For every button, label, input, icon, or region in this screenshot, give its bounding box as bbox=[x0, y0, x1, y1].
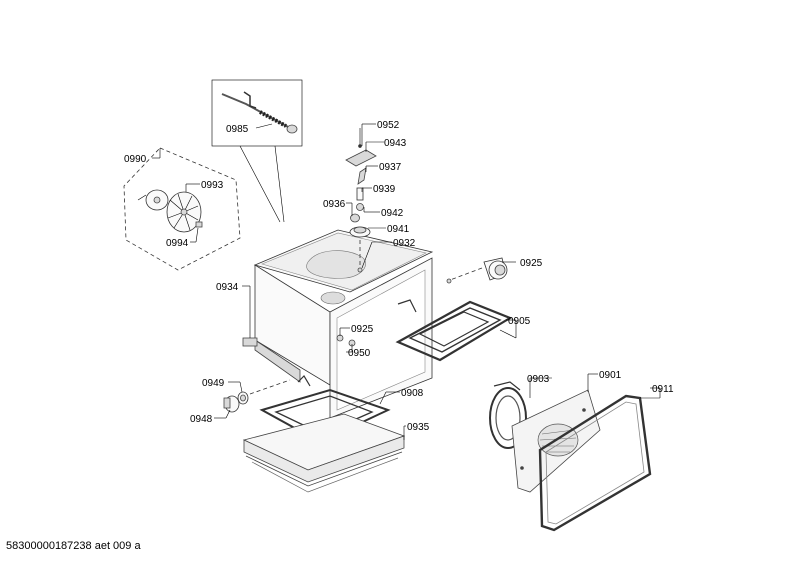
callout-0941: 0941 bbox=[387, 224, 410, 235]
temperature-sensor bbox=[446, 257, 508, 284]
callout-0901: 0901 bbox=[599, 370, 622, 381]
callout-0925-sensor: 0925 bbox=[520, 258, 543, 269]
insulation-mat bbox=[242, 413, 406, 493]
callout-0993: 0993 bbox=[201, 180, 224, 191]
callout-0952: 0952 bbox=[377, 120, 400, 131]
callout-0934: 0934 bbox=[216, 282, 239, 293]
document-id: 58300000187238 aet 009 a bbox=[6, 540, 141, 552]
fan-nut bbox=[195, 221, 203, 228]
callout-labels: 0985 0952 0943 0937 0939 0936 0942 0941 … bbox=[124, 120, 674, 433]
callout-0939: 0939 bbox=[373, 184, 396, 195]
callout-0950: 0950 bbox=[348, 348, 371, 359]
callout-0932: 0932 bbox=[393, 238, 416, 249]
ring-heating-element bbox=[489, 381, 527, 449]
callout-0937: 0937 bbox=[379, 162, 402, 173]
callout-0948: 0948 bbox=[190, 414, 213, 425]
thermostat-stack bbox=[345, 128, 377, 273]
oven-lamp bbox=[223, 379, 291, 413]
leader-lines bbox=[152, 123, 661, 440]
detail-inset-0985 bbox=[211, 79, 303, 223]
callout-0925-body: 0925 bbox=[351, 324, 374, 335]
callout-0985: 0985 bbox=[226, 124, 249, 135]
door-gasket bbox=[538, 394, 652, 532]
fan-motor-bracket bbox=[137, 189, 173, 213]
callout-0908: 0908 bbox=[401, 388, 424, 399]
callout-0903: 0903 bbox=[527, 374, 550, 385]
callout-0994: 0994 bbox=[166, 238, 189, 249]
callout-0911: 0911 bbox=[652, 384, 674, 395]
callout-0949: 0949 bbox=[202, 378, 225, 389]
callout-0943: 0943 bbox=[384, 138, 407, 149]
callout-0936: 0936 bbox=[323, 199, 346, 210]
fan-assembly-group bbox=[123, 147, 241, 271]
fan-wheel bbox=[166, 191, 202, 233]
oven-muffle bbox=[242, 229, 434, 419]
callout-0935: 0935 bbox=[407, 422, 430, 433]
callout-0942: 0942 bbox=[381, 208, 404, 219]
top-heating-element bbox=[395, 299, 513, 362]
callout-0990: 0990 bbox=[124, 154, 147, 165]
callout-0905: 0905 bbox=[508, 316, 531, 327]
